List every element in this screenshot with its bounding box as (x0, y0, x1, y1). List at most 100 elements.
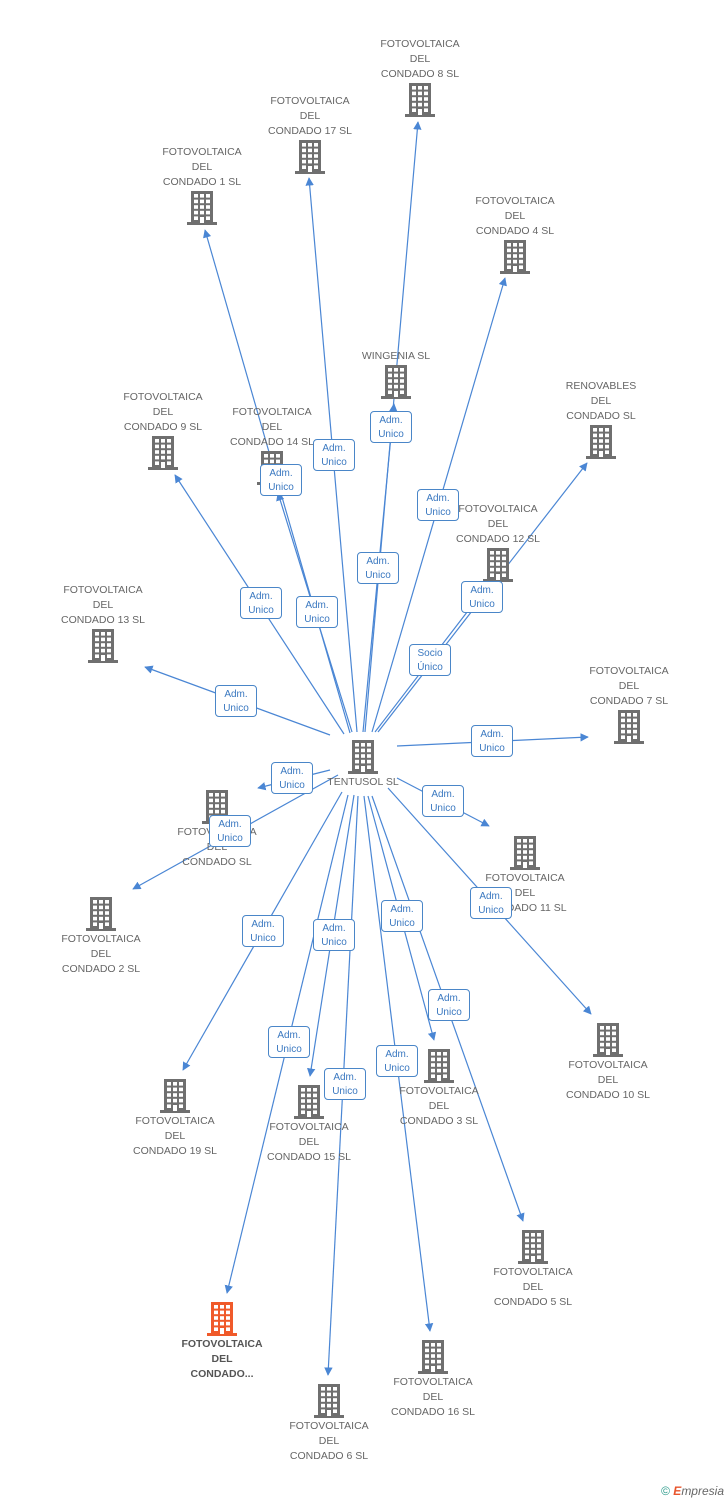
relation-badge-text: Unico (276, 1044, 302, 1055)
relation-badge-text: Unico (378, 429, 404, 440)
building-icon (202, 790, 232, 824)
relation-badge[interactable]: Adm.Unico (260, 464, 302, 496)
relation-badge[interactable]: Adm.Unico (209, 815, 251, 847)
node-label-line: DEL (318, 1435, 340, 1447)
relation-badge[interactable]: Adm.Unico (296, 596, 338, 628)
relation-badge-text: Adm. (480, 729, 504, 740)
node-label-line: TENTUSOL SL (327, 776, 399, 788)
company-node[interactable]: TENTUSOL SL (313, 739, 413, 790)
relation-badge-text: Adm. (280, 766, 304, 777)
node-label-line: DEL (504, 210, 526, 222)
node-label-line: FOTOVOLTAICA (232, 406, 312, 418)
relation-badge[interactable]: Adm.Unico (428, 989, 470, 1021)
relation-badge-text: Unico (425, 507, 451, 518)
relation-badge-text: Unico (384, 1063, 410, 1074)
relation-badge[interactable]: Adm. Unico (370, 411, 412, 443)
building-icon (381, 365, 411, 399)
node-label-line: FOTOVOLTAICA (181, 1338, 263, 1350)
relation-badge[interactable]: Adm.Unico (376, 1045, 418, 1077)
relation-badge[interactable]: Adm.Unico (240, 587, 282, 619)
node-label-line: FOTOVOLTAICA (568, 1059, 648, 1071)
relation-badge[interactable]: Adm.Unico (422, 785, 464, 817)
relation-badge[interactable]: Adm.Unico (268, 1026, 310, 1058)
relation-badge[interactable]: Adm.Unico (461, 581, 503, 613)
relation-badge-text: Adm. (251, 919, 275, 930)
relation-badge-text: Unico (321, 937, 347, 948)
node-label-line: DEL (409, 53, 431, 65)
relation-badge[interactable]: Adm. Unico (271, 762, 313, 794)
node-label-line: CONDADO 13 SL (60, 614, 146, 626)
building-icon (160, 1079, 190, 1113)
node-label-line: FOTOVOLTAICA (61, 933, 141, 945)
copyright-symbol: © (661, 1484, 670, 1498)
building-icon (405, 83, 435, 117)
relation-badge-text: Unico (250, 933, 276, 944)
node-label-line: DEL (164, 1130, 186, 1142)
node-label-line: DEL (597, 1074, 619, 1086)
relation-badge-text: Unico (430, 803, 456, 814)
node-label-line: DEL (522, 1281, 544, 1293)
relation-badge-text: Adm. (366, 556, 390, 567)
relation-badge-text: Adm. (322, 923, 346, 934)
relation-badge-text: Unico (304, 614, 330, 625)
building-icon (86, 897, 116, 931)
node-label: TENTUSOL SL (313, 775, 413, 790)
relation-badge[interactable]: Adm.Unico (215, 685, 257, 717)
building-icon (424, 1049, 454, 1083)
building-icon (500, 240, 530, 274)
relation-badge-text: Adm. (426, 493, 450, 504)
relation-badge[interactable]: Adm. Unico (242, 915, 284, 947)
relation-badge-text: Adm. (379, 415, 403, 426)
node-label-line: FOTOVOLTAICA (269, 1121, 349, 1133)
node-label-line: CONDADO 15 SL (266, 1151, 352, 1163)
node-label-line: CONDADO 1 SL (162, 176, 242, 188)
relation-badge-text: Adm. (437, 993, 461, 1004)
footer-brand[interactable]: © Empresia (661, 1484, 724, 1498)
node-label-line: DEL (514, 887, 536, 899)
relation-badge[interactable]: Adm. Unico (313, 919, 355, 951)
relation-badge-text: Unico (279, 780, 305, 791)
building-icon (207, 1302, 237, 1336)
relation-badge[interactable]: Adm. Unico (417, 489, 459, 521)
company-node[interactable]: WINGENIA SL (346, 349, 446, 400)
relation-badge[interactable]: Adm.Unico (313, 439, 355, 471)
node-label-line: FOTOVOLTAICA (162, 146, 242, 158)
relation-badge[interactable]: Adm.Unico (471, 725, 513, 757)
node-label-line: FOTOVOLTAICA (399, 1085, 479, 1097)
relation-badge[interactable]: Adm.Unico (324, 1068, 366, 1100)
relation-badge[interactable]: Adm.Unico (470, 887, 512, 919)
relation-badge-text: Adm. (479, 891, 503, 902)
node-label-line: FOTOVOLTAICA (485, 872, 565, 884)
building-icon (510, 836, 540, 870)
relation-badge[interactable]: Adm.Unico (381, 900, 423, 932)
relation-badge[interactable]: Adm.Unico (357, 552, 399, 584)
